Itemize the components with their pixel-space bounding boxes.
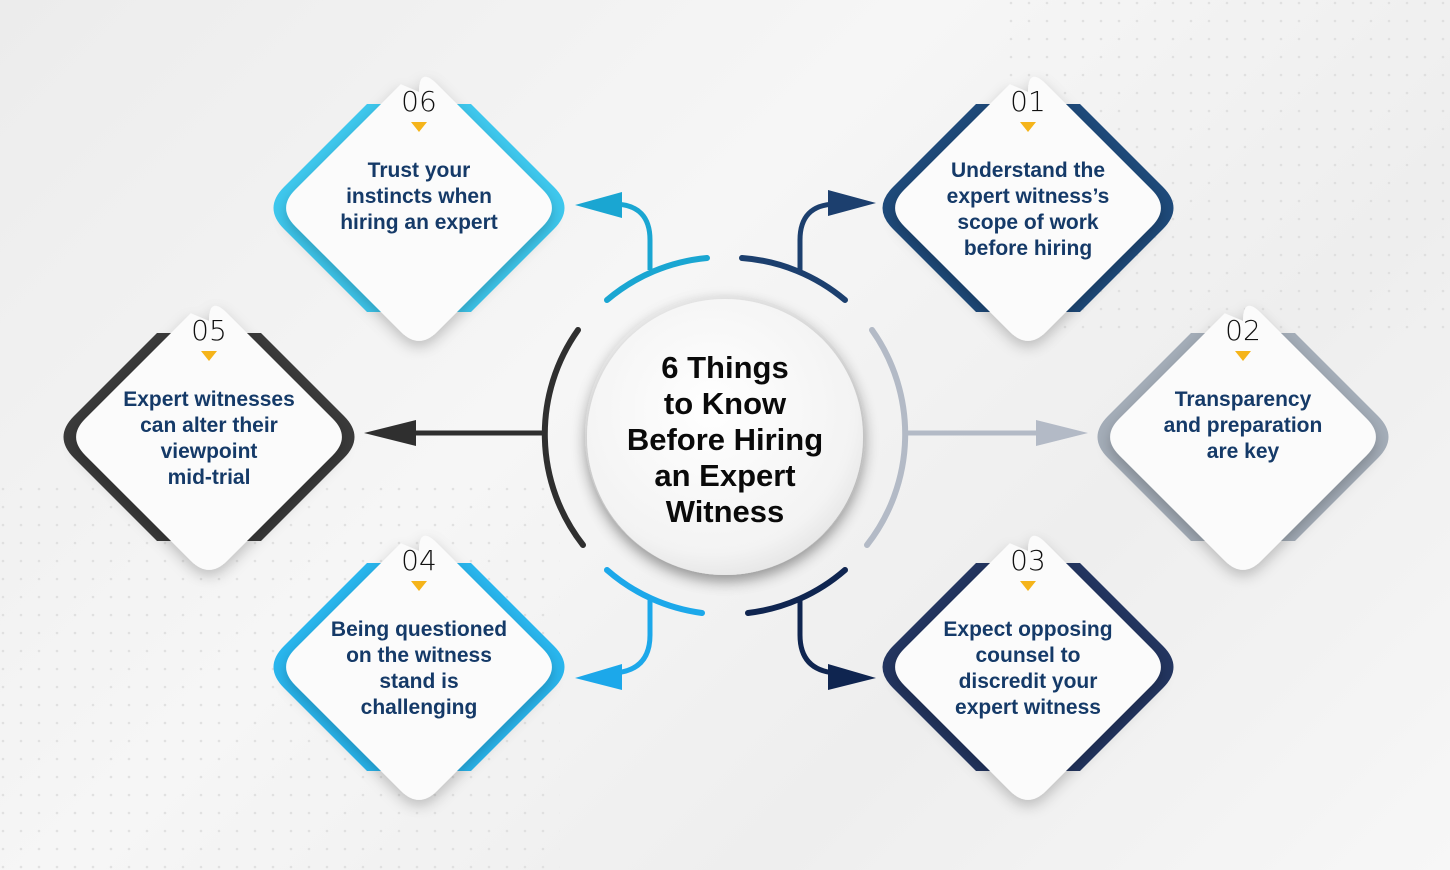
diamond-card-04 xyxy=(286,535,552,800)
arc-05 xyxy=(541,327,586,548)
step-text-line: on the witness xyxy=(346,644,492,667)
pointer-triangle-icon xyxy=(411,581,427,591)
connector-04 xyxy=(614,600,653,676)
step-text-line: can alter their xyxy=(140,414,278,437)
step-text-line: before hiring xyxy=(963,237,1093,260)
step-text-line: Understand the xyxy=(950,159,1105,182)
step-text-line: expert witness’s xyxy=(946,185,1110,208)
pointer-triangle-icon xyxy=(1020,122,1036,132)
step-number: 01 xyxy=(1010,85,1046,118)
arrowhead-03 xyxy=(828,664,876,690)
step-text: Understand the expert witness’s scope of w… xyxy=(913,158,1143,262)
arrowhead-01 xyxy=(828,190,876,216)
arc-01 xyxy=(739,255,848,303)
title-line: 6 Things xyxy=(661,350,789,385)
diamond-card-06 xyxy=(286,76,552,341)
arrowhead-06 xyxy=(575,192,622,218)
connector-03 xyxy=(797,600,836,676)
arc-04 xyxy=(604,567,705,616)
diamond-card-01 xyxy=(895,76,1161,341)
center-title: 6 Things to Know Before Hiring an Expert… xyxy=(605,350,845,530)
step-text-line: viewpoint xyxy=(160,440,258,463)
step-text: Expert witnesses can alter their viewpoint… xyxy=(94,387,324,491)
step-text-line: Being questioned xyxy=(330,618,508,641)
step-text-line: Expect opposing xyxy=(943,618,1113,641)
arrowhead-02 xyxy=(1036,420,1088,446)
diamond-card-03 xyxy=(895,535,1161,800)
step-text: Transparency and preparation are key xyxy=(1128,387,1358,465)
pointer-triangle-icon xyxy=(1020,581,1036,591)
arc-02 xyxy=(864,327,909,548)
step-text: Expect opposing counsel to discredit your e… xyxy=(913,617,1143,721)
arrowhead-04 xyxy=(575,664,622,690)
center-disc xyxy=(587,299,863,575)
pointer-triangle-icon xyxy=(1235,351,1251,361)
step-text-line: expert witness xyxy=(955,696,1101,719)
step-number: 06 xyxy=(401,85,437,118)
title-line: an Expert xyxy=(654,458,796,493)
step-text-line: and preparation xyxy=(1163,414,1323,437)
step-text-line: scope of work xyxy=(957,211,1099,234)
title-line: Before Hiring xyxy=(626,422,824,457)
diamond-card-02 xyxy=(1110,305,1376,570)
title-line: to Know xyxy=(663,386,787,421)
step-text-line: challenging xyxy=(360,696,478,719)
step-text-line: mid-trial xyxy=(167,466,251,489)
step-number: 03 xyxy=(1010,544,1046,577)
step-number: 04 xyxy=(401,544,437,577)
step-text-line: hiring an expert xyxy=(340,211,498,234)
title-line: Witness xyxy=(665,494,785,529)
pointer-triangle-icon xyxy=(411,122,427,132)
step-text-line: instincts when xyxy=(346,185,492,208)
step-text-line: counsel to xyxy=(975,644,1081,667)
arc-06 xyxy=(604,255,710,303)
step-number: 02 xyxy=(1225,314,1261,347)
arrowhead-05 xyxy=(364,420,416,446)
step-number: 05 xyxy=(191,314,227,347)
pointer-triangle-icon xyxy=(201,351,217,361)
step-text-line: discredit your xyxy=(958,670,1098,693)
step-text-line: Transparency xyxy=(1174,388,1312,411)
step-text-line: Trust your xyxy=(367,159,471,182)
step-text-line: are key xyxy=(1206,440,1280,463)
step-text-line: stand is xyxy=(379,670,459,693)
step-text: Trust your instincts when hiring an expert xyxy=(304,158,534,236)
arc-03 xyxy=(745,567,848,616)
step-text-line: Expert witnesses xyxy=(123,388,295,411)
step-text: Being questioned on the witness stand is ch… xyxy=(304,617,534,721)
diamond-card-05 xyxy=(76,305,342,570)
